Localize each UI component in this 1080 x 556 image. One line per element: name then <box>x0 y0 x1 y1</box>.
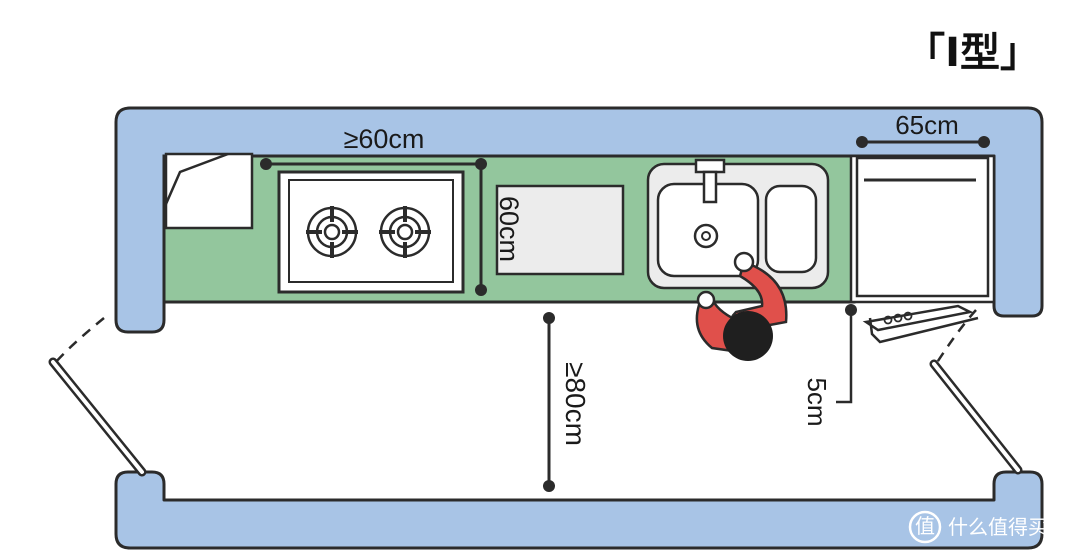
left-door <box>48 317 147 477</box>
label-counter-depth: 60cm <box>494 196 524 262</box>
sink-drain-icon <box>693 223 719 249</box>
watermark-text: 什么值得买 <box>948 515 1048 539</box>
dim-dishwasher-width <box>856 136 990 148</box>
label-dishwasher-width: 65cm <box>895 110 959 140</box>
right-door <box>929 309 1023 475</box>
label-aisle-width: ≥80cm <box>560 362 591 446</box>
burner-right-icon <box>379 206 431 258</box>
dim-counter-depth <box>475 164 487 296</box>
dim-aisle-width <box>543 312 555 492</box>
person-icon <box>695 251 788 361</box>
dim-dishwasher-gap <box>836 304 857 404</box>
label-stove-width: ≥60cm <box>344 124 425 154</box>
dishwasher-door <box>862 304 974 332</box>
label-dishwasher-gap: 5cm <box>802 377 832 426</box>
watermark-logo-icon: 值 <box>908 510 942 544</box>
corner-cabinet <box>164 152 254 230</box>
prep-area <box>495 184 625 276</box>
svg-text:值: 值 <box>915 514 935 538</box>
faucet-icon <box>694 158 726 204</box>
layout-title: 「Ⅰ型」 <box>905 30 1040 76</box>
sink-small-basin <box>764 184 818 274</box>
corner-cabinet-fold <box>164 152 229 205</box>
burner-left-icon <box>306 206 358 258</box>
bottom-wall <box>114 470 1044 550</box>
top-wall <box>114 106 1044 334</box>
